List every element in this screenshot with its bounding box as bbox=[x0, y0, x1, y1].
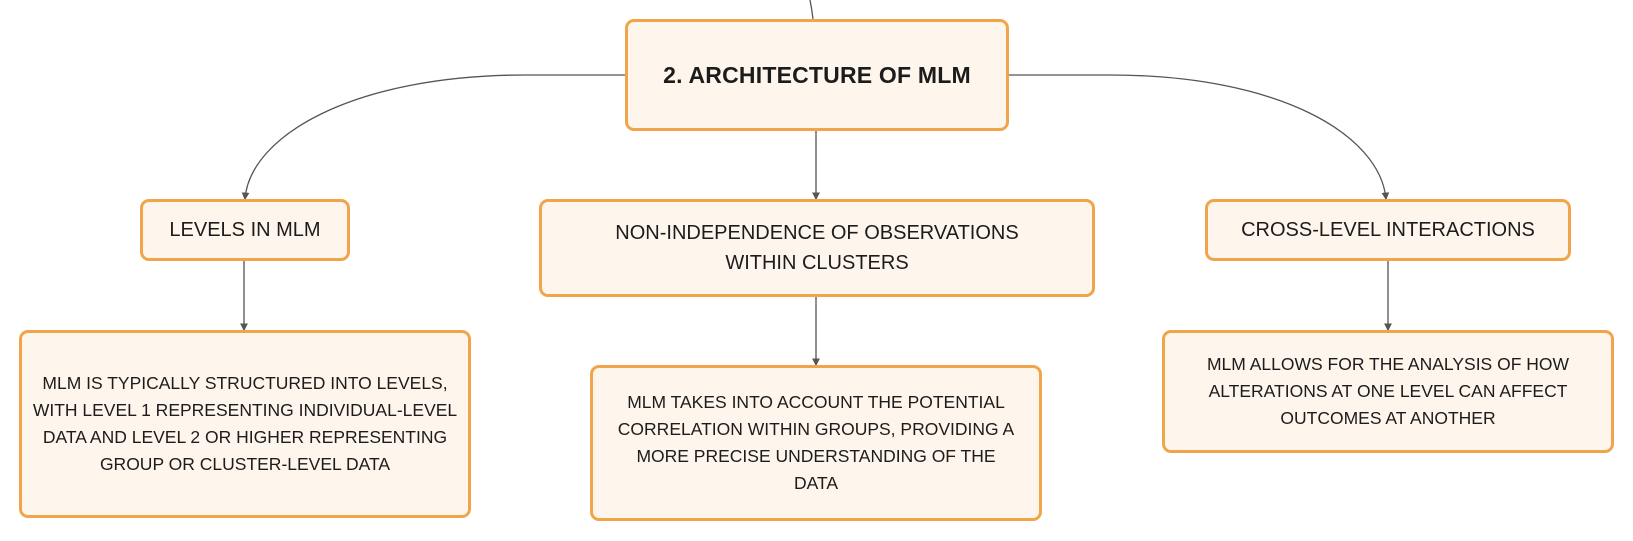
branch-node-label: LEVELS IN MLM bbox=[169, 219, 321, 241]
connector-root-to-levels bbox=[241, 74, 625, 201]
connector-parent-to-root bbox=[809, 0, 814, 20]
root-node-label: 2. ARCHITECTURE OF MLM bbox=[663, 61, 971, 88]
branch-node-non-independence[interactable]: NON-INDEPENDENCE OF OBSERVATIONS WITHIN … bbox=[539, 199, 1095, 297]
root-node[interactable]: 2. ARCHITECTURE OF MLM bbox=[625, 19, 1009, 131]
connector-root-to-cross-level bbox=[1009, 74, 1390, 201]
detail-node-levels[interactable]: MLM IS TYPICALLY STRUCTURED INTO LEVELS,… bbox=[19, 330, 471, 518]
branch-node-label: CROSS-LEVEL INTERACTIONS bbox=[1241, 219, 1535, 241]
detail-node-cross-level-interactions[interactable]: MLM ALLOWS FOR THE ANALYSIS OF HOW ALTER… bbox=[1162, 330, 1614, 453]
detail-node-text: MLM TAKES INTO ACCOUNT THE POTENTIAL COR… bbox=[617, 392, 1015, 493]
branch-node-label: NON-INDEPENDENCE OF OBSERVATIONS WITHIN … bbox=[615, 222, 1019, 274]
detail-node-non-independence[interactable]: MLM TAKES INTO ACCOUNT THE POTENTIAL COR… bbox=[590, 365, 1042, 521]
detail-node-text: MLM ALLOWS FOR THE ANALYSIS OF HOW ALTER… bbox=[1206, 354, 1570, 428]
detail-node-text: MLM IS TYPICALLY STRUCTURED INTO LEVELS,… bbox=[32, 373, 458, 474]
branch-node-cross-level-interactions[interactable]: CROSS-LEVEL INTERACTIONS bbox=[1205, 199, 1571, 261]
branch-node-levels[interactable]: LEVELS IN MLM bbox=[140, 199, 350, 261]
